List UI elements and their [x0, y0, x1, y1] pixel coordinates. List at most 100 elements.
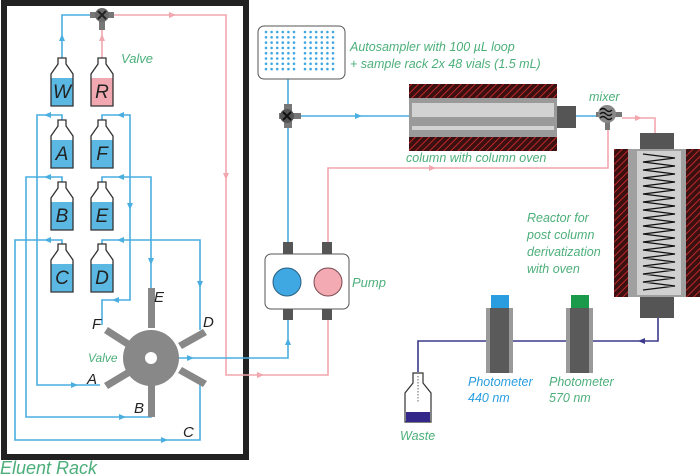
sample-rack-vials: [264, 30, 335, 71]
vial-dot: [275, 67, 279, 71]
vial-dot: [303, 62, 307, 66]
bottle-E: E: [90, 181, 114, 231]
vial-dot: [326, 30, 329, 34]
vial-dot: [314, 46, 318, 50]
eluent-flow-arrows: [44, 34, 362, 443]
vial-dot: [275, 46, 279, 50]
vial-dot: [292, 67, 296, 71]
valve-port-F: F: [92, 316, 102, 333]
bottle-W: W: [50, 57, 74, 107]
vial-dot: [320, 46, 324, 50]
vial-dot: [326, 51, 329, 55]
vial-dot: [287, 67, 290, 71]
reactor-label-line4: with oven: [527, 262, 580, 276]
bottle-label-R: R: [95, 82, 109, 103]
vial-dot: [309, 67, 312, 71]
vial-dot: [320, 57, 324, 60]
reactor-with-oven: [614, 133, 700, 318]
photometer-440: [486, 295, 513, 373]
bottle-C: C: [50, 243, 74, 293]
vial-dot: [270, 46, 273, 50]
bottle-A: A: [50, 119, 74, 169]
vial-dot: [275, 62, 279, 66]
bottle-label-W: W: [53, 82, 73, 103]
vial-dot: [287, 62, 290, 66]
vial-dot: [303, 46, 307, 50]
valve-port-C: C: [183, 424, 194, 441]
vial-dot: [281, 30, 285, 34]
vial-dot: [309, 36, 312, 39]
pump-head-reagent: [313, 267, 343, 297]
autosampler-label-line2: + sample rack 2x 48 vials (1.5 mL): [350, 57, 541, 71]
vial-dot: [314, 62, 318, 66]
selector-valve[interactable]: [104, 288, 207, 417]
pump[interactable]: [264, 242, 350, 320]
vial-dot: [264, 67, 268, 71]
vial-dot: [331, 30, 335, 34]
vial-dot: [326, 36, 329, 39]
photometer-570: [566, 295, 593, 373]
bottle-F: F: [90, 119, 114, 169]
vial-dot: [320, 62, 324, 66]
bottle-label-E: E: [96, 206, 109, 227]
vial-dot: [264, 62, 268, 66]
vial-dot: [303, 67, 307, 71]
autosampler-label-line1: Autosampler with 100 µL loop: [349, 40, 515, 54]
column-label: column with column oven: [406, 151, 546, 165]
top-valve-label: Valve: [121, 51, 153, 66]
vial-dot: [314, 30, 318, 34]
vial-dot: [281, 57, 285, 60]
vial-dot: [281, 67, 285, 71]
vial-dot: [264, 36, 268, 39]
vial-dot: [314, 41, 318, 44]
bottle-label-C: C: [55, 268, 69, 289]
vial-dot: [303, 57, 307, 60]
vial-dot: [287, 51, 290, 55]
top-valve[interactable]: [90, 8, 114, 30]
vial-dot: [287, 41, 290, 44]
pump-label: Pump: [352, 275, 386, 290]
vial-dot: [331, 57, 335, 60]
vial-dot: [270, 57, 273, 60]
vial-dot: [270, 62, 273, 66]
bottle-D: D: [90, 243, 114, 293]
vial-dot: [281, 62, 285, 66]
vial-dot: [275, 36, 279, 39]
vial-dot: [331, 36, 335, 39]
vial-dot: [270, 67, 273, 71]
vial-dot: [292, 36, 296, 39]
vial-dot: [303, 51, 307, 55]
vial-dot: [309, 57, 312, 60]
vial-dot: [275, 41, 279, 44]
vial-dot: [320, 36, 324, 39]
vial-dot: [309, 46, 312, 50]
vial-dot: [264, 46, 268, 50]
vial-dot: [326, 41, 329, 44]
vial-dot: [314, 36, 318, 39]
vial-dot: [292, 62, 296, 66]
injection-valve[interactable]: [279, 104, 301, 128]
vial-dot: [287, 30, 290, 34]
valve-port-B: B: [134, 400, 144, 417]
vial-dot: [320, 51, 324, 55]
vial-dot: [275, 51, 279, 55]
vial-dot: [264, 41, 268, 44]
valve-port-D: D: [203, 314, 214, 331]
photometer-570-label-line2: 570 nm: [549, 391, 591, 405]
vial-dot: [275, 57, 279, 60]
vial-dot: [326, 67, 329, 71]
valve-port-A: A: [86, 371, 97, 388]
vial-dot: [270, 41, 273, 44]
vial-dot: [287, 36, 290, 39]
bottle-label-F: F: [96, 144, 109, 165]
vial-dot: [292, 30, 296, 34]
vial-dot: [264, 30, 268, 34]
vial-dot: [281, 36, 285, 39]
detector-lines: [417, 318, 659, 372]
autosampler[interactable]: [257, 25, 346, 80]
bottle-B: B: [50, 181, 74, 231]
detector-flow-arrow: [638, 338, 645, 344]
eluent-rack-frame: [1, 0, 249, 460]
